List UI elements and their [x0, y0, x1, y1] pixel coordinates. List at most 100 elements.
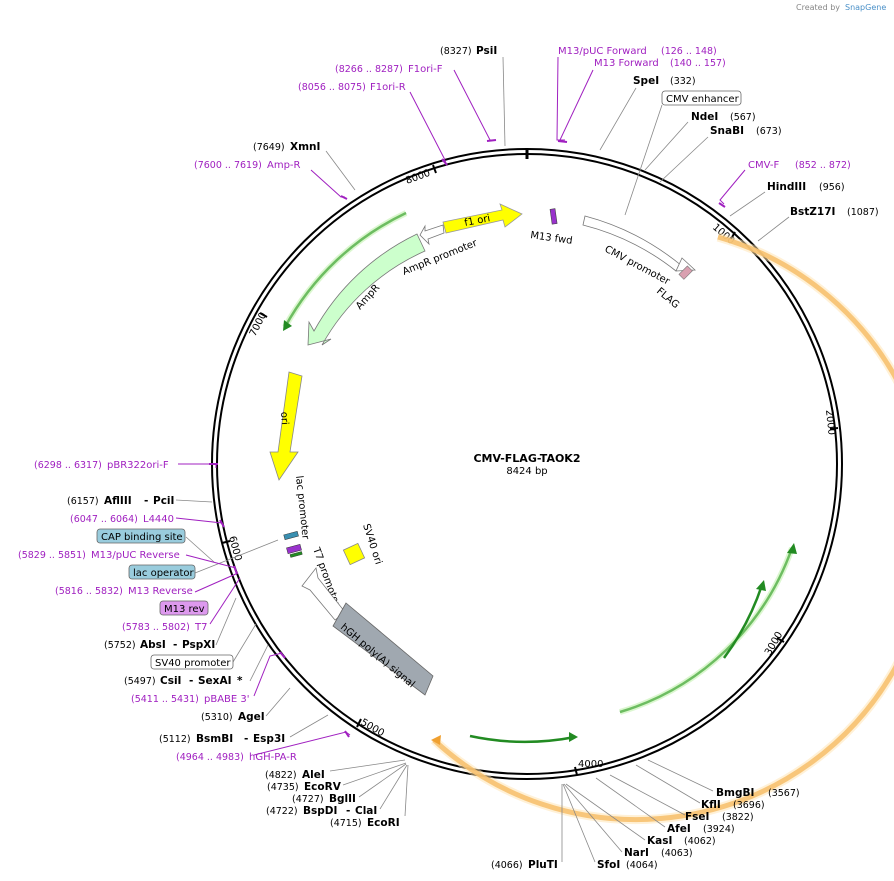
primer-m13-reverse: M13 Reverse	[128, 586, 193, 597]
site-pos-bstz17i: (1087)	[847, 207, 879, 218]
plasmid-name: CMV-FLAG-TAOK2	[473, 452, 580, 465]
site-pos-hindiii: (956)	[819, 182, 845, 193]
primer-pbabe3: pBABE 3'	[204, 694, 250, 705]
site-hindiii: HindIII	[767, 181, 806, 193]
site-pos-nari: (4063)	[661, 848, 693, 859]
site-pos-spei: (332)	[670, 76, 696, 87]
site-csii: CsiI	[160, 675, 181, 687]
plasmid-size: 8424 bp	[506, 466, 547, 477]
box-label-sv40-promoter: SV40 promoter	[155, 658, 231, 669]
primer-range-f1ori-r: (8056 .. 8075)	[298, 82, 366, 93]
feature-f1-ori	[442, 203, 523, 234]
feature-hgh-polya	[332, 602, 434, 696]
site-spei: SpeI	[633, 75, 659, 87]
site-bglii: BglII	[329, 793, 356, 805]
site-dash-pcii: -	[144, 495, 148, 507]
site-ecori: EcoRI	[367, 817, 400, 829]
primer-l4440: L4440	[143, 514, 174, 525]
feature-label-m13-fwd: M13 fwd	[530, 230, 574, 247]
site-pluti: PluTI	[528, 859, 558, 871]
site-absi: AbsI	[140, 639, 166, 651]
site-ndei: NdeI	[691, 111, 718, 123]
primer-range-pbr322ori-f: (6298 .. 6317)	[34, 460, 102, 471]
site-pos-alei: (4822)	[265, 770, 297, 781]
site-pos-snabi: (673)	[756, 126, 782, 137]
site-pos-afei: (3924)	[703, 824, 735, 835]
site-esp3i: Esp3I	[253, 733, 285, 745]
site-pos-bsmbi: (5112)	[159, 734, 191, 745]
primer-marks	[209, 139, 726, 738]
tick-label-8000: 8000	[404, 168, 432, 187]
tick-label-2000: 2000	[823, 409, 837, 435]
site-alei: AleI	[302, 769, 325, 781]
feature-ampr-promoter	[419, 224, 445, 246]
feature-label-flag: FLAG	[654, 286, 681, 311]
box-sv40-promoter	[150, 654, 234, 670]
primer-range-t7: (5783 .. 5802)	[122, 622, 190, 633]
box-cmv-enhancer	[661, 90, 742, 106]
box-label-cap-binding-site: CAP binding site	[101, 532, 183, 543]
site-pos-fsei: (3822)	[722, 812, 754, 823]
site-pos-psii: (8327)	[440, 46, 472, 57]
primer-t7: T7	[194, 622, 207, 633]
site-pspxi: PspXI	[182, 639, 215, 651]
box-m13-rev	[159, 600, 209, 616]
site-kasi: KasI	[647, 835, 672, 847]
site-sexai: SexAI	[198, 675, 232, 687]
site-dash-clai: -	[346, 805, 350, 817]
primer-range-m13-forward: (140 .. 157)	[670, 58, 726, 69]
site-xmni: XmnI	[290, 141, 320, 153]
box-cap-binding-site	[96, 528, 186, 544]
site-pos-kfli: (3696)	[733, 800, 765, 811]
feature-ori	[269, 371, 303, 481]
primer-range-pbabe3: (5411 .. 5431)	[131, 694, 199, 705]
orf-arrowhead	[431, 735, 441, 745]
box-label-m13-rev: M13 rev	[164, 604, 205, 615]
primer-hgh-pa-r: hGH-PA-R	[249, 752, 297, 763]
primer-m13puc-forward: M13/pUC Forward	[558, 46, 647, 57]
site-sfoi: SfoI	[597, 859, 620, 871]
site-pos-bspdi: (4722)	[266, 806, 298, 817]
orf-band-glow	[430, 232, 894, 824]
site-clai: ClaI	[355, 805, 377, 817]
site-pos-xmni: (7649)	[253, 142, 285, 153]
site-pcii: PciI	[153, 495, 174, 507]
site-pos-absi: (5752)	[104, 640, 136, 651]
snapgene-brand: SnapGene	[845, 3, 886, 12]
site-pos-afliii: (6157)	[67, 496, 99, 507]
site-psii: PsiI	[476, 45, 497, 57]
lac-region-features	[283, 530, 303, 558]
site-pos-bglii: (4727)	[292, 794, 324, 805]
site-fsei: FseI	[685, 811, 709, 823]
site-afei: AfeI	[667, 823, 691, 835]
green-arrows	[282, 210, 797, 744]
feature-label-ori: ori	[278, 411, 290, 425]
site-dash-sexai: -	[189, 675, 193, 687]
primer-cmv-f: CMV-F	[748, 160, 779, 171]
leader-lines	[175, 56, 790, 863]
site-agei: AgeI	[238, 711, 265, 723]
site-pos-ndei: (567)	[730, 112, 756, 123]
site-bsmbi: BsmBI	[196, 733, 233, 745]
site-nari: NarI	[624, 847, 649, 859]
feature-flag	[678, 265, 693, 280]
primer-range-m13puc-forward: (126 .. 148)	[661, 46, 717, 57]
box-lac-operator	[128, 564, 196, 580]
primer-range-m13-reverse: (5816 .. 5832)	[55, 586, 123, 597]
site-kfli: KflI	[701, 799, 721, 811]
site-afliii: AflIII	[104, 495, 132, 507]
primer-m13puc-reverse: M13/pUC Reverse	[91, 550, 180, 561]
primer-range-cmv-f: (852 .. 872)	[795, 160, 851, 171]
feature-sv40-ori	[342, 542, 366, 566]
site-pos-ecori: (4715)	[330, 818, 362, 829]
feature-m13-fwd	[549, 208, 558, 225]
tick-label-5000: 5000	[359, 717, 387, 739]
site-dash-pspxi: -	[173, 639, 177, 651]
primer-amp-r: Amp-R	[267, 160, 301, 171]
site-bspdi: BspDI	[303, 805, 337, 817]
site-dash-esp3i: -	[244, 733, 248, 745]
site-pos-csii: (5497)	[124, 676, 156, 687]
site-bmgbi: BmgBI	[716, 787, 754, 799]
orf-band	[432, 234, 894, 822]
